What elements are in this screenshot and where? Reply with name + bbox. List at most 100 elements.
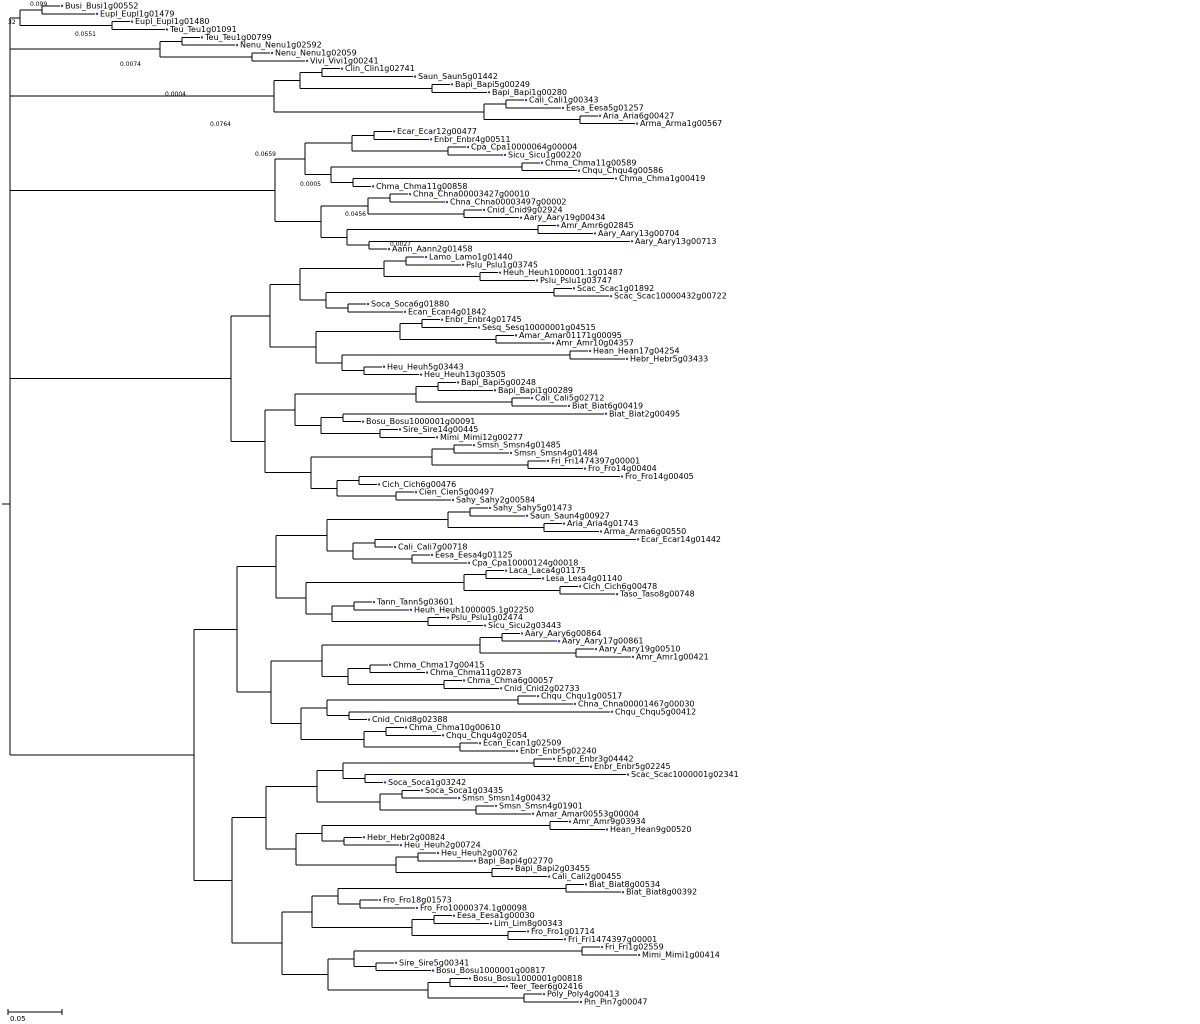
- leaf-marker: [498, 271, 502, 274]
- leaf-label: Cpa_Cpa10000124g00018: [472, 558, 578, 567]
- leaf-label: Aria_Aria4g01743: [567, 519, 638, 528]
- leaf-label: Smsn_Smsn4g01485: [477, 441, 561, 450]
- leaf-marker: [372, 600, 376, 604]
- leaf-marker: [515, 749, 519, 753]
- leaf-marker: [563, 938, 567, 941]
- support-value: 0.0551: [75, 31, 96, 38]
- leaf-label: Cali_Cali2g00455: [552, 872, 621, 881]
- leaf-label: Bapi_Bapi2g03455: [515, 864, 590, 873]
- leaf-label: Fro_Fro18g01573: [383, 896, 452, 905]
- leaf-label: Cnid_Cnid2g02733: [504, 684, 580, 693]
- leaf-label: Fro_Fro14g00405: [625, 472, 694, 481]
- leaf-marker: [600, 945, 604, 949]
- leaf-label: Scac_Scac1000001g02341: [631, 770, 739, 779]
- branch-lines: [2, 5, 637, 1003]
- leaf-label: Aary_Aary19g00434: [524, 213, 606, 222]
- leaf-label: Fri_Fri1474397g00001: [568, 935, 657, 944]
- leaf-marker: [593, 232, 597, 235]
- leaf-label: Aria_Aria6g00427: [603, 111, 674, 120]
- leaf-marker: [493, 389, 497, 392]
- leaf-marker: [551, 342, 555, 345]
- leaf-label: Enbr_Enbr5g02245: [594, 762, 671, 771]
- leaf-marker: [615, 592, 619, 596]
- leaf-marker: [305, 59, 309, 63]
- leaf-label: Chma_Chma6g00057: [467, 676, 553, 685]
- leaf-label: Bosu_Bosu1000001g00817: [436, 966, 545, 975]
- leaf-marker: [621, 891, 625, 894]
- leaf-label: Chqu_Chqu4g02054: [446, 731, 527, 740]
- leaf-label: Cali_Cali5g02712: [535, 394, 604, 403]
- leaf-label: Aary_Aary13g00713: [635, 237, 717, 246]
- leaf-label: Chma_Chma11g00858: [376, 182, 467, 191]
- leaf-marker: [450, 83, 454, 86]
- leaf-label: Biat_Biat2g00495: [609, 409, 680, 418]
- leaf-marker: [403, 310, 407, 314]
- leaf-marker: [510, 867, 514, 870]
- leaf-marker: [614, 177, 618, 180]
- leaf-label: Aary_Aary6g00864: [525, 629, 601, 638]
- leaf-marker: [552, 757, 556, 761]
- leaf-marker: [367, 718, 371, 721]
- leaf-label: Sire_Sire14g00445: [403, 425, 478, 434]
- leaf-marker: [604, 412, 608, 416]
- leaf-label: Amr_Amr6g02845: [561, 221, 634, 230]
- leaf-label: Cich_Cich6g00478: [583, 582, 657, 591]
- leaf-marker: [440, 318, 444, 321]
- leaf-label: Cnid_Cnid8g02388: [372, 715, 448, 724]
- leaf-label: Sahy_Sahy2g00584: [456, 496, 535, 505]
- leaf-marker: [504, 569, 508, 572]
- leaf-label: Fro_Fro10000374.1g00098: [420, 903, 527, 912]
- leaf-label: Sahy_Sahy5g01473: [493, 503, 572, 512]
- leaf-marker: [477, 326, 481, 329]
- leaf-label: Scac_Scac10000432g00722: [614, 292, 727, 301]
- leaf-label: Fri_Fri1474397g00001: [551, 456, 640, 465]
- leaf-label: Vivi_Vivi1g00241: [310, 56, 379, 65]
- leaf-marker: [95, 12, 99, 16]
- leaf-label: Mimi_Mimi1g00414: [642, 950, 720, 959]
- leaf-marker: [536, 694, 540, 698]
- leaf-label: Ecan_Ecan1g02509: [483, 739, 561, 748]
- leaf-label: Heu_Heuh2g00724: [404, 841, 481, 850]
- leaf-marker: [467, 561, 471, 565]
- leaf-marker: [503, 153, 507, 157]
- leaf-marker: [610, 710, 614, 714]
- leaf-label: Smsn_Smsn4g01484: [514, 449, 598, 458]
- leaf-marker: [489, 922, 493, 925]
- leaf-marker: [572, 287, 576, 290]
- leaf-marker: [473, 859, 477, 863]
- leaf-label: Tann_Tann5g03601: [376, 598, 454, 607]
- leaf-label: Amar_Amar01171g00095: [519, 331, 622, 340]
- leaf-label: Hean_Hean9g00520: [610, 825, 691, 834]
- leaf-marker: [530, 396, 534, 400]
- leaf-label: Aary_Aary13g00704: [598, 229, 680, 238]
- leaf-label: Busi_Busi1g00552: [65, 2, 139, 11]
- leaf-label: Lesa_Lesa4g01140: [546, 574, 622, 583]
- leaf-marker: [468, 977, 472, 980]
- leaf-marker: [165, 28, 169, 31]
- leaf-label: Pslu_Pslu1g03745: [466, 260, 538, 269]
- leaf-label: Teer_Teer6g02416: [509, 982, 583, 991]
- leaf-label: Eupl_Eupl1g01480: [135, 17, 209, 26]
- leaf-marker: [446, 616, 450, 619]
- leaf-marker: [635, 122, 639, 125]
- leaf-marker: [366, 302, 370, 306]
- leaf-marker: [609, 294, 613, 298]
- leaf-label: Laca_Laca4g01175: [509, 566, 586, 575]
- leaf-marker: [594, 647, 598, 651]
- leaf-marker: [388, 663, 392, 666]
- scale-bar: 0.05: [7, 1009, 63, 1023]
- leaf-label: Hebr_Hebr5g03433: [630, 354, 708, 363]
- leaf-marker: [531, 812, 535, 815]
- support-value: 0.099: [30, 1, 47, 8]
- leaf-marker: [413, 75, 417, 78]
- leaf-label: Bapi_Bapi4g02770: [478, 856, 553, 865]
- leaf-marker: [436, 851, 440, 855]
- leaf-label: Aary_Aary19g00510: [599, 645, 681, 654]
- leaf-marker: [424, 255, 428, 259]
- leaf-marker: [398, 428, 402, 431]
- leaf-marker: [404, 726, 408, 729]
- leaf-marker: [488, 506, 492, 510]
- leaf-label: Bapi_Bapi1g00289: [498, 386, 573, 395]
- leaf-label: Chma_Chma11g00589: [545, 158, 636, 167]
